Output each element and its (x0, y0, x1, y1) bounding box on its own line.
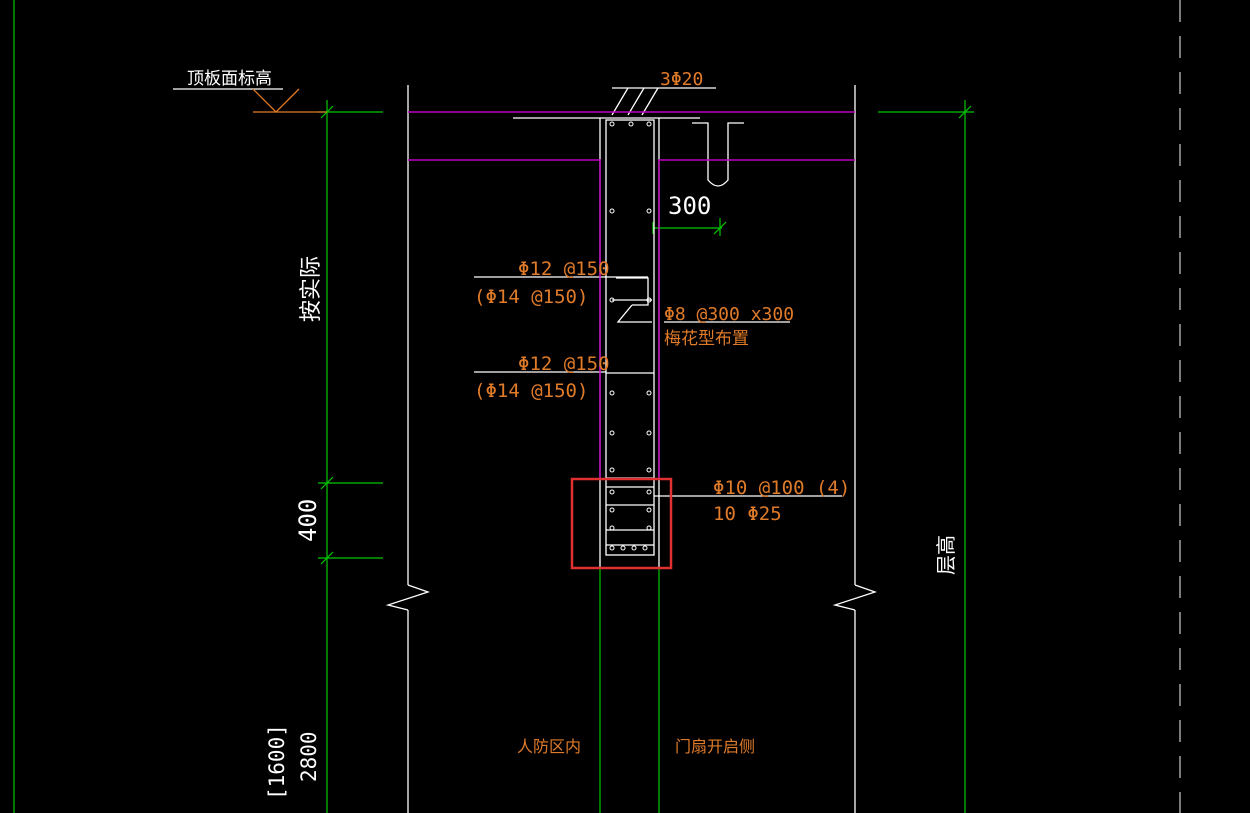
rebar-dot (609, 430, 615, 436)
rebar-dot (609, 489, 615, 495)
rebar-dot (609, 507, 615, 513)
rebar-dot (646, 467, 652, 473)
stirrup-label: Φ10 @100 (4) (713, 477, 850, 499)
dim-300-slash (713, 221, 727, 235)
rebar-dot (609, 525, 615, 531)
rebar-dot (609, 208, 615, 214)
right-break-symbol (832, 584, 878, 611)
rebar-dot (609, 545, 615, 551)
door-side-label: 门扇开启侧 (675, 737, 755, 756)
tie-hook-lower (616, 304, 652, 323)
leader-slant-2 (627, 87, 645, 116)
dim-2800-label: 2800 (297, 731, 321, 782)
tie-rebar-label: Φ8 @300 x300 (664, 304, 794, 325)
rebar-dot (609, 390, 615, 396)
rebar-dot (628, 121, 634, 127)
stirrup-outline (605, 119, 655, 556)
leader-slant-1 (611, 87, 629, 116)
leader-slant-3 (641, 87, 659, 116)
bottom-rebar-label: 10 Φ25 (713, 503, 782, 525)
dim-1600-label: [1600] (265, 724, 289, 800)
rebar-dot (646, 297, 652, 303)
rebar-dot (609, 121, 615, 127)
top-elevation-label: 顶板面标高 (187, 69, 272, 89)
elevation-triangle (252, 88, 300, 113)
door-frame-hook (692, 122, 744, 187)
rebar-dot (646, 208, 652, 214)
dim-400-label: 400 (294, 499, 322, 542)
dim-300-label: 300 (668, 192, 711, 220)
wall-rebar-1-alt-label: (Φ14 @150) (474, 286, 588, 308)
rebar-dot (646, 525, 652, 531)
tie-hook-upper (616, 277, 649, 306)
left-dim-slash-low (320, 551, 334, 565)
rebar-dot (646, 489, 652, 495)
zone-inside-label: 人防区内 (517, 737, 581, 756)
rebar-dot (646, 507, 652, 513)
rebar-dots (609, 121, 652, 551)
wall-rebar-2-alt-label: (Φ14 @150) (474, 380, 588, 402)
wall-rebar-2-label: Φ12 @150 (518, 353, 610, 375)
left-break-symbol (385, 584, 431, 611)
rebar-dot (646, 430, 652, 436)
side-note-label: 按实际 (299, 256, 324, 322)
green-lines (13, 0, 1181, 813)
slab-lines (408, 111, 855, 478)
wall-rebar-1-label: Φ12 @150 (518, 258, 610, 280)
left-dim-slash-mid (320, 476, 334, 490)
rebar-dot (609, 467, 615, 473)
floor-height-label: 层高 (934, 535, 958, 575)
rebar-dot (646, 121, 652, 127)
tie-note-label: 梅花型布置 (664, 329, 749, 349)
rebar-dot (642, 545, 648, 551)
rebar-top-label: 3Φ20 (660, 69, 703, 90)
highlight-box[interactable] (570, 477, 673, 570)
rebar-dot (609, 297, 615, 303)
rebar-dot (620, 545, 626, 551)
right-dim-slash (958, 105, 972, 119)
structure-lines (173, 85, 878, 813)
rebar-dot (631, 545, 637, 551)
slab-bottom-right (658, 159, 855, 478)
elevation-marker (252, 88, 327, 113)
slab-bottom-left (408, 159, 601, 478)
rebar-dot (646, 390, 652, 396)
